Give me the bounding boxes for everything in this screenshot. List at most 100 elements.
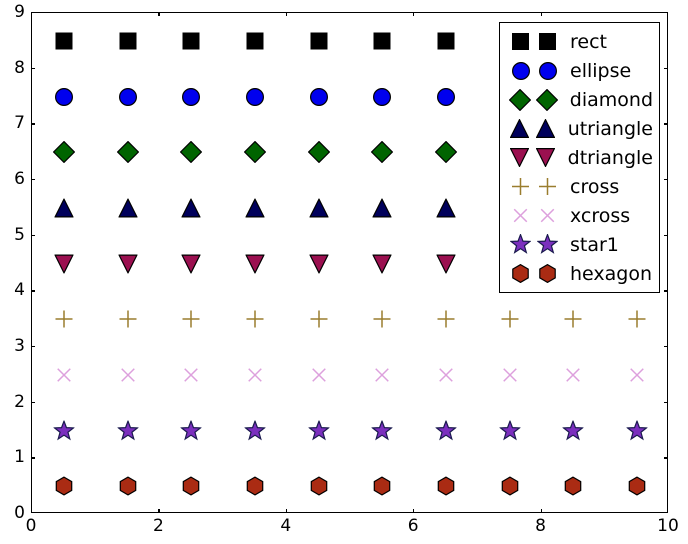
legend-item-hexagon[interactable]: hexagon xyxy=(507,259,653,288)
data-point-xcross xyxy=(628,365,647,384)
y-tick-mark-right xyxy=(664,346,668,348)
data-point-xcross xyxy=(373,365,392,384)
data-point-rect xyxy=(182,32,200,50)
data-point-xcross xyxy=(437,365,456,384)
data-point-star1 xyxy=(562,418,585,441)
legend-marker-x-icon-2 xyxy=(534,206,561,225)
data-point-hexagon xyxy=(628,476,647,496)
legend-item-cross[interactable]: cross xyxy=(507,172,653,201)
data-point-utriangle xyxy=(372,197,393,218)
x-tick-mark xyxy=(285,509,288,513)
data-point-xcross xyxy=(564,365,583,384)
data-point-star1 xyxy=(52,418,75,441)
legend-item-dtriangle[interactable]: dtriangle xyxy=(507,143,653,172)
data-point-xcross xyxy=(245,365,264,384)
data-point-rect xyxy=(310,32,328,50)
data-point-dtriangle xyxy=(436,254,456,274)
data-point-cross xyxy=(118,310,137,329)
data-point-diamond xyxy=(243,140,267,164)
data-point-ellipse xyxy=(54,87,73,106)
data-point-cross xyxy=(245,310,264,329)
data-point-cross xyxy=(309,310,328,329)
data-point-diamond xyxy=(180,140,203,164)
data-point-utriangle xyxy=(436,197,456,218)
legend-marker-star-icon-2 xyxy=(534,234,561,255)
data-point-dtriangle xyxy=(245,254,265,274)
legend-label: hexagon xyxy=(570,262,653,285)
legend-label: dtriangle xyxy=(567,146,653,169)
data-point-rect xyxy=(373,32,391,50)
data-point-star1 xyxy=(307,418,330,441)
data-point-dtriangle xyxy=(117,254,138,274)
data-point-cross xyxy=(437,310,456,329)
data-point-diamond xyxy=(307,140,330,164)
legend-label: star1 xyxy=(570,233,619,256)
legend-item-ellipse[interactable]: ellipse xyxy=(507,56,653,85)
legend-box: rect ellipse diamond utriangle dtriangle cros… xyxy=(499,22,660,293)
legend-item-xcross[interactable]: xcross xyxy=(507,201,653,230)
x-tick-mark xyxy=(540,509,542,513)
legend-label: utriangle xyxy=(567,117,653,140)
data-point-xcross xyxy=(54,365,73,384)
data-point-diamond xyxy=(52,140,76,164)
y-tick-mark xyxy=(31,234,35,236)
data-point-cross xyxy=(54,310,73,329)
legend-item-rect[interactable]: rect xyxy=(507,27,653,56)
data-point-ellipse xyxy=(118,87,137,106)
x-tick-mark xyxy=(413,509,415,513)
legend-marker-plus-icon xyxy=(507,177,534,196)
legend-label: ellipse xyxy=(570,59,632,82)
data-point-star1 xyxy=(243,418,266,441)
y-tick-mark-right xyxy=(664,179,668,181)
data-point-utriangle xyxy=(245,197,265,218)
y-tick-mark xyxy=(31,401,35,403)
x-tick-mark-top xyxy=(413,12,415,16)
legend-item-star1[interactable]: star1 xyxy=(507,230,653,259)
data-point-hexagon xyxy=(500,476,519,496)
data-point-hexagon xyxy=(245,476,264,496)
data-point-cross xyxy=(182,310,201,329)
y-tick-mark xyxy=(31,123,35,125)
data-point-hexagon xyxy=(118,476,137,496)
data-point-rect xyxy=(437,32,455,50)
data-point-xcross xyxy=(309,365,328,384)
legend-label: cross xyxy=(570,175,620,198)
legend-marker-star-icon xyxy=(507,234,534,255)
data-point-star1 xyxy=(116,418,139,441)
data-point-diamond xyxy=(371,140,394,164)
data-point-utriangle xyxy=(181,197,202,218)
data-point-rect xyxy=(246,32,264,50)
legend-marker-x-icon xyxy=(507,206,534,225)
data-point-diamond xyxy=(434,140,458,164)
y-tick-mark-right xyxy=(664,457,668,459)
y-tick-mark-right xyxy=(664,67,668,69)
data-point-ellipse xyxy=(182,87,201,106)
legend-marker-square-icon-2 xyxy=(534,33,561,50)
legend-marker-diamond-icon-2 xyxy=(534,88,561,111)
data-point-star1 xyxy=(371,418,394,441)
data-point-xcross xyxy=(118,365,137,384)
y-tick-mark-right xyxy=(664,290,668,292)
legend-label: xcross xyxy=(570,204,631,227)
data-point-utriangle xyxy=(308,197,329,218)
data-point-rect xyxy=(119,32,137,50)
legend-marker-triangle-down-icon-2 xyxy=(533,148,559,167)
x-tick-mark-top xyxy=(158,12,160,16)
data-point-hexagon xyxy=(437,476,456,496)
data-point-cross xyxy=(564,310,583,329)
legend-item-utriangle[interactable]: utriangle xyxy=(507,114,653,143)
x-tick-mark xyxy=(158,509,160,513)
legend-marker-diamond-icon xyxy=(507,88,534,111)
data-point-hexagon xyxy=(182,476,201,496)
legend-item-diamond[interactable]: diamond xyxy=(507,85,653,114)
y-tick-mark-right xyxy=(664,401,668,403)
data-point-cross xyxy=(628,310,647,329)
data-point-ellipse xyxy=(245,87,264,106)
legend-marker-hexagon-icon xyxy=(507,264,534,283)
data-point-dtriangle xyxy=(53,254,74,274)
legend-marker-triangle-down-icon xyxy=(507,148,533,167)
legend-marker-square-icon xyxy=(507,33,534,50)
data-point-ellipse xyxy=(309,87,328,106)
data-point-dtriangle xyxy=(308,254,329,274)
